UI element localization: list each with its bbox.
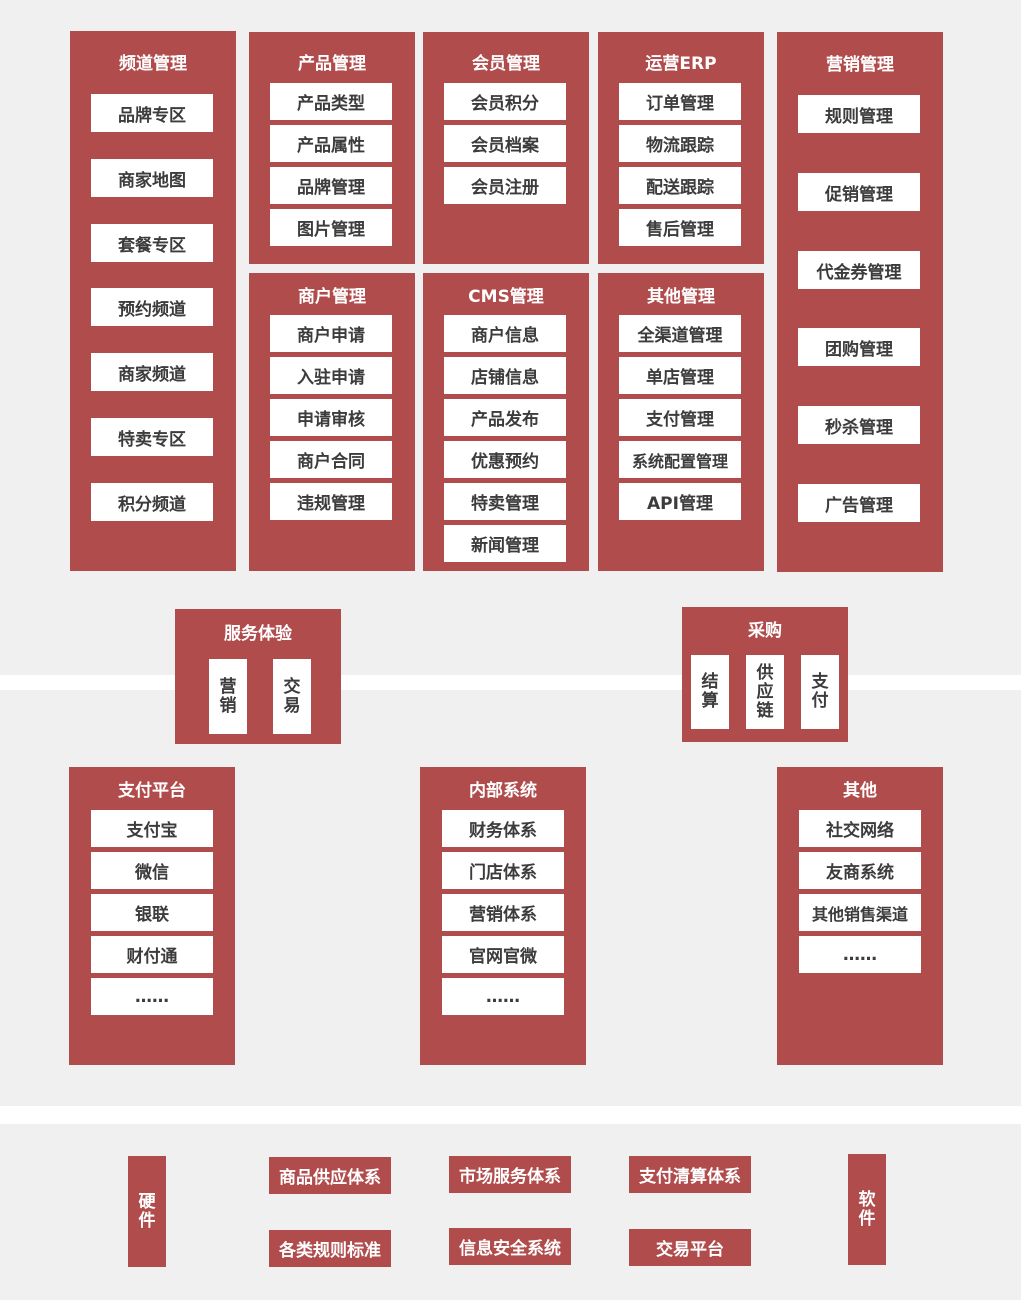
foundation-item: 信息安全系统 — [449, 1228, 571, 1265]
panel-title: 运营ERP — [645, 54, 717, 74]
list-item: 微信 — [91, 852, 213, 889]
list-item: 物流跟踪 — [619, 125, 741, 162]
list-item: 支付宝 — [91, 810, 213, 847]
cms-panel: CMS管理 商户信息 店铺信息 产品发布 优惠预约 特卖管理 新闻管理 — [423, 273, 589, 571]
list-item: …… — [442, 978, 564, 1015]
product-panel: 产品管理 产品类型 产品属性 品牌管理 图片管理 — [249, 32, 415, 264]
list-item: 订单管理 — [619, 83, 741, 120]
list-item: 产品发布 — [444, 399, 566, 436]
vertical-item: 交易 — [273, 659, 311, 734]
list-item: 特卖管理 — [444, 483, 566, 520]
other-mgmt-panel: 其他管理 全渠道管理 单店管理 支付管理 系统配置管理 API管理 — [598, 273, 764, 571]
panel-title: 其他 — [843, 781, 877, 801]
list-item: 秒杀管理 — [798, 406, 920, 444]
vertical-item: 营销 — [209, 659, 247, 734]
list-item: 新闻管理 — [444, 525, 566, 562]
list-item: 社交网络 — [799, 810, 921, 847]
list-item: 商户申请 — [270, 315, 392, 352]
erp-panel: 运营ERP 订单管理 物流跟踪 配送跟踪 售后管理 — [598, 32, 764, 264]
list-item: 商家地图 — [91, 159, 213, 197]
list-item: 特卖专区 — [91, 418, 213, 456]
vertical-item: 支付 — [801, 655, 839, 729]
list-item: 预约频道 — [91, 288, 213, 326]
list-item: 产品属性 — [270, 125, 392, 162]
list-item: 银联 — [91, 894, 213, 931]
foundation-item: 市场服务体系 — [449, 1156, 571, 1193]
list-item: 套餐专区 — [91, 224, 213, 262]
list-item: 会员积分 — [444, 83, 566, 120]
foundation-item: 商品供应体系 — [269, 1157, 391, 1194]
panel-title: 服务体验 — [224, 624, 292, 644]
member-panel: 会员管理 会员积分 会员档案 会员注册 — [423, 32, 589, 264]
list-item: 优惠预约 — [444, 441, 566, 478]
panel-title: 内部系统 — [469, 781, 537, 801]
list-item: 营销体系 — [442, 894, 564, 931]
list-item: 配送跟踪 — [619, 167, 741, 204]
merchant-panel: 商户管理 商户申请 入驻申请 申请审核 商户合同 违规管理 — [249, 273, 415, 571]
vertical-item: 供应链 — [746, 655, 784, 729]
panel-title: 营销管理 — [826, 55, 894, 75]
hardware-label: 硬件 — [128, 1156, 166, 1267]
list-item: …… — [799, 936, 921, 973]
list-item: 代金券管理 — [798, 251, 920, 289]
list-item: 其他销售渠道 — [799, 894, 921, 931]
payment-panel: 支付平台 支付宝 微信 银联 财付通 …… — [69, 767, 235, 1065]
list-item: 品牌管理 — [270, 167, 392, 204]
panel-title: 产品管理 — [298, 54, 366, 74]
panel-title: 会员管理 — [472, 54, 540, 74]
list-item: 申请审核 — [270, 399, 392, 436]
list-item: 售后管理 — [619, 209, 741, 246]
list-item: 入驻申请 — [270, 357, 392, 394]
list-item: 全渠道管理 — [619, 315, 741, 352]
list-item: 团购管理 — [798, 328, 920, 366]
list-item: 品牌专区 — [91, 94, 213, 132]
foundation-item: 支付清算体系 — [629, 1156, 751, 1193]
internal-panel: 内部系统 财务体系 门店体系 营销体系 官网官微 …… — [420, 767, 586, 1065]
panel-title: 其他管理 — [647, 287, 715, 307]
list-item: 图片管理 — [270, 209, 392, 246]
service-panel: 服务体验 营销 交易 — [175, 609, 341, 744]
list-item: 会员注册 — [444, 167, 566, 204]
purchase-panel: 采购 结算 供应链 支付 — [682, 607, 848, 742]
list-item: 财付通 — [91, 936, 213, 973]
list-item: 商家频道 — [91, 353, 213, 391]
panel-title: 频道管理 — [119, 54, 187, 74]
list-item: API管理 — [619, 483, 741, 520]
list-item: …… — [91, 978, 213, 1015]
list-item: 广告管理 — [798, 484, 920, 522]
list-item: 产品类型 — [270, 83, 392, 120]
list-item: 商户信息 — [444, 315, 566, 352]
software-label: 软件 — [848, 1154, 886, 1265]
list-item: 单店管理 — [619, 357, 741, 394]
panel-title: 商户管理 — [298, 287, 366, 307]
list-item: 规则管理 — [798, 95, 920, 133]
others-panel: 其他 社交网络 友商系统 其他销售渠道 …… — [777, 767, 943, 1065]
panel-title: 支付平台 — [118, 781, 186, 801]
list-item: 门店体系 — [442, 852, 564, 889]
list-item: 店铺信息 — [444, 357, 566, 394]
list-item: 财务体系 — [442, 810, 564, 847]
panel-title: 采购 — [748, 621, 782, 641]
list-item: 友商系统 — [799, 852, 921, 889]
list-item: 促销管理 — [798, 173, 920, 211]
list-item: 会员档案 — [444, 125, 566, 162]
foundation-item: 各类规则标准 — [269, 1230, 391, 1267]
foundation-item: 交易平台 — [629, 1229, 751, 1266]
marketing-panel: 营销管理 规则管理 促销管理 代金券管理 团购管理 秒杀管理 广告管理 — [777, 32, 943, 572]
list-item: 商户合同 — [270, 441, 392, 478]
list-item: 积分频道 — [91, 483, 213, 521]
list-item: 违规管理 — [270, 483, 392, 520]
list-item: 系统配置管理 — [619, 441, 741, 478]
list-item: 官网官微 — [442, 936, 564, 973]
vertical-item: 结算 — [691, 655, 729, 729]
list-item: 支付管理 — [619, 399, 741, 436]
panel-title: CMS管理 — [468, 287, 544, 307]
channel-panel: 频道管理 品牌专区 商家地图 套餐专区 预约频道 商家频道 特卖专区 积分频道 — [70, 31, 236, 571]
